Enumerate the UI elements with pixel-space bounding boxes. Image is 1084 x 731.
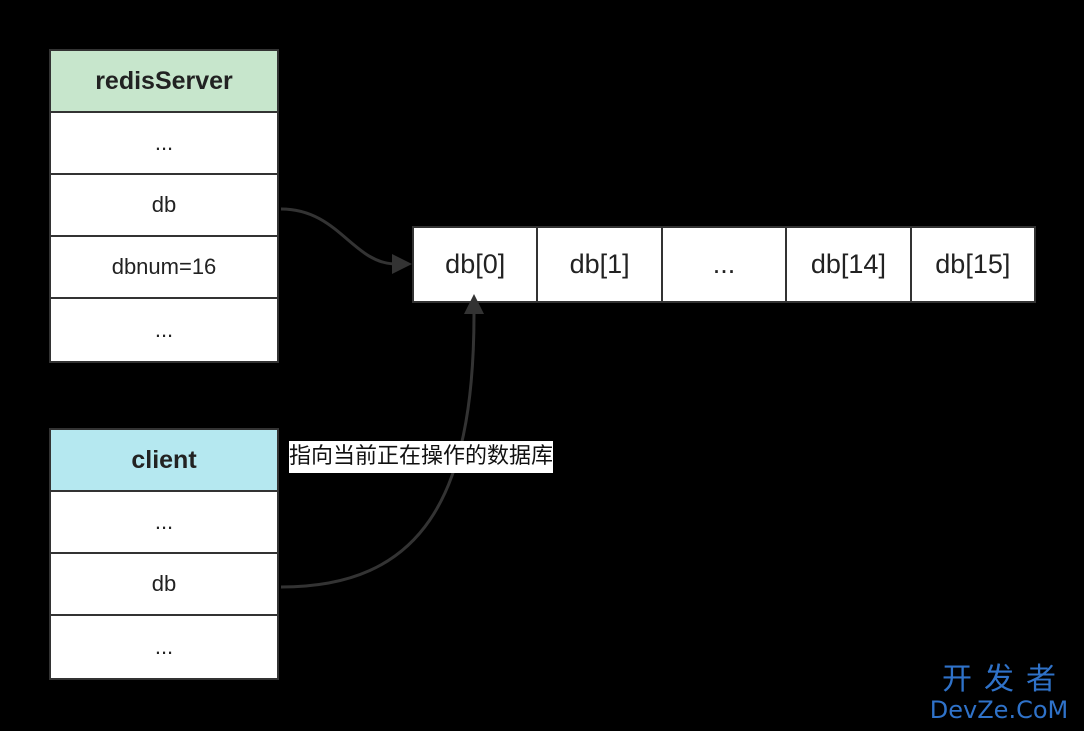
redis-server-field-ellipsis-top: ... xyxy=(51,113,277,175)
watermark-logo: 开发者 DevZe.CoM xyxy=(924,662,1074,724)
db-array: db[0] db[1] ... db[14] db[15] xyxy=(412,226,1036,303)
client-struct: client ... db ... xyxy=(49,428,279,680)
db-array-slot-15: db[15] xyxy=(935,249,1011,279)
client-title: client xyxy=(51,430,277,492)
client-field-ellipsis-bottom: ... xyxy=(154,634,174,659)
redis-server-field-ellipsis-bottom: ... xyxy=(154,317,174,342)
watermark-en-text: DevZe.CoM xyxy=(929,696,1069,724)
client-db-arrowhead xyxy=(464,294,484,314)
client-db-annotation-label: 指向当前正在操作的数据库 xyxy=(289,441,554,473)
db-array-slot-14: db[14] xyxy=(787,228,912,301)
redis-server-title: redisServer xyxy=(51,51,277,113)
db-array-slot-ellipsis: ... xyxy=(663,228,788,301)
client-field-db: db xyxy=(51,554,277,616)
db-array-slot-1: db[1] xyxy=(538,228,663,301)
server-db-pointer-arrow xyxy=(280,207,395,266)
db-array-slot-0: db[0] xyxy=(414,228,539,301)
redis-server-struct: redisServer ... db dbnum=16 ... xyxy=(49,49,279,363)
client-db-pointer-arrow xyxy=(280,313,476,589)
watermark-cn-text: 开发者 xyxy=(942,662,1068,697)
redis-server-field-db: db xyxy=(51,175,277,237)
server-db-arrowhead xyxy=(392,254,412,274)
redis-server-field-dbnum: dbnum=16 xyxy=(51,237,277,299)
client-field-ellipsis-top: ... xyxy=(51,492,277,554)
